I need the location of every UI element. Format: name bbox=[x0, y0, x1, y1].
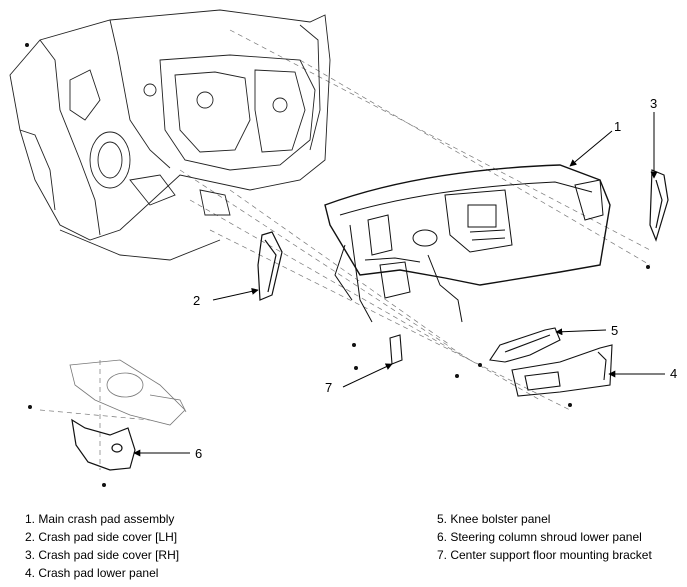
steering-column-detail bbox=[69, 359, 187, 426]
exploded-view-diagram: 1 3 2 4 5 6 7 bbox=[9, 9, 677, 487]
main-crash-pad-assembly bbox=[324, 164, 611, 323]
legend-item: 7. Center support floor mounting bracket bbox=[437, 548, 652, 562]
callout-2: 2 bbox=[193, 293, 200, 308]
legend-item: 6. Steering column shroud lower panel bbox=[437, 530, 642, 544]
fastener-screws bbox=[25, 43, 650, 487]
steering-column-shroud-lower-panel bbox=[71, 418, 136, 471]
crash-pad-side-cover-lh bbox=[257, 231, 283, 301]
legend-item: 4. Crash pad lower panel bbox=[25, 566, 159, 580]
crash-pad-side-cover-rh bbox=[649, 169, 669, 242]
legend-item: 3. Crash pad side cover [RH] bbox=[25, 548, 180, 562]
crash-pad-lower-panel bbox=[511, 344, 613, 397]
callout-leaders bbox=[133, 112, 665, 457]
callout-6: 6 bbox=[195, 446, 202, 461]
legend-item: 1. Main crash pad assembly bbox=[25, 512, 175, 526]
legend-left: 1. Main crash pad assembly 2. Crash pad … bbox=[25, 510, 179, 582]
center-support-bracket bbox=[389, 334, 403, 365]
callout-1: 1 bbox=[614, 119, 621, 134]
legend-item: 2. Crash pad side cover [LH] bbox=[25, 530, 178, 544]
callout-7: 7 bbox=[325, 380, 332, 395]
knee-bolster-panel bbox=[489, 327, 561, 363]
vehicle-body-frame bbox=[9, 9, 331, 261]
callout-5: 5 bbox=[611, 323, 618, 338]
alignment-lines bbox=[39, 29, 651, 470]
legend-item: 5. Knee bolster panel bbox=[437, 512, 551, 526]
legend-right: 5. Knee bolster panel 6. Steering column… bbox=[437, 510, 652, 564]
callout-4: 4 bbox=[670, 366, 677, 381]
callout-3: 3 bbox=[650, 96, 657, 111]
